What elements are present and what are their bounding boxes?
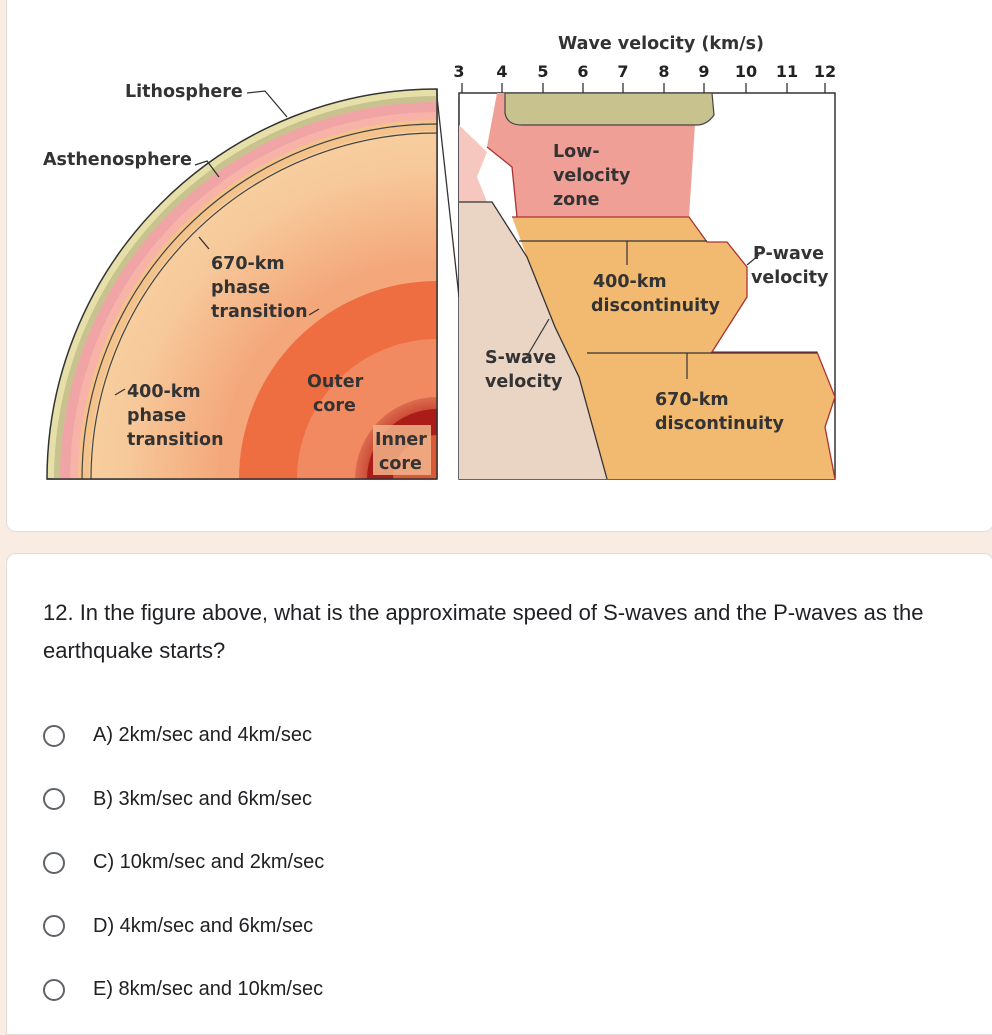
radio-button[interactable] <box>43 851 65 874</box>
label-swave-2: velocity <box>485 372 563 392</box>
tick-label: 12 <box>814 62 836 81</box>
tick-label: 7 <box>617 62 628 81</box>
tick-label: 9 <box>698 62 709 81</box>
label-400-phase-3: transition <box>127 430 224 450</box>
tick-label: 4 <box>496 62 507 81</box>
label-400-phase-2: phase <box>127 406 186 426</box>
tick-label: 8 <box>658 62 669 81</box>
axis-title: Wave velocity (km/s) <box>558 34 764 54</box>
option-a[interactable]: A) 2km/sec and 4km/sec <box>43 704 324 768</box>
tick-label: 10 <box>735 62 757 81</box>
option-b[interactable]: B) 3km/sec and 6km/sec <box>43 768 324 832</box>
label-670-phase-3: transition <box>211 302 308 322</box>
label-pwave-1: P-wave <box>753 244 824 264</box>
label-asthenosphere: Asthenosphere <box>43 150 192 170</box>
tick-label: 6 <box>577 62 588 81</box>
option-e[interactable]: E) 8km/sec and 10km/sec <box>43 958 324 1022</box>
label-670-disc-2: discontinuity <box>655 414 784 434</box>
option-label: A) 2km/sec and 4km/sec <box>93 724 312 747</box>
radio-button[interactable] <box>43 915 65 938</box>
option-label: C) 10km/sec and 2km/sec <box>93 851 325 874</box>
label-inner-core-1: Inner <box>375 430 427 450</box>
label-400-disc-2: discontinuity <box>591 296 720 316</box>
option-c[interactable]: C) 10km/sec and 2km/sec <box>43 831 324 895</box>
option-label: B) 3km/sec and 6km/sec <box>93 787 312 810</box>
option-label: D) 4km/sec and 6km/sec <box>93 914 314 937</box>
tick-label: 11 <box>776 62 798 81</box>
label-lvz-2: velocity <box>553 166 631 186</box>
tick-label: 5 <box>537 62 548 81</box>
option-d[interactable]: D) 4km/sec and 6km/sec <box>43 895 324 959</box>
label-outer-core-1: Outer <box>307 372 364 392</box>
label-400-disc-1: 400-km <box>593 272 667 292</box>
earth-wave-velocity-figure: Wave velocity (km/s) 3 4 5 6 7 8 9 10 11… <box>43 34 836 480</box>
question-text: 12. In the figure above, what is the app… <box>43 600 924 663</box>
label-inner-core-2: core <box>379 454 422 474</box>
radio-button[interactable] <box>43 724 65 747</box>
label-670-disc-1: 670-km <box>655 390 729 410</box>
label-lvz-1: Low- <box>553 142 600 162</box>
label-lithosphere: Lithosphere <box>125 82 243 102</box>
label-lvz-3: zone <box>553 190 600 210</box>
label-swave-1: S-wave <box>485 348 556 368</box>
label-670-phase-2: phase <box>211 278 270 298</box>
label-pwave-2: velocity <box>751 268 829 288</box>
label-400-phase-1: 400-km <box>127 382 201 402</box>
velocity-plot <box>458 92 836 480</box>
velocity-axis: Wave velocity (km/s) 3 4 5 6 7 8 9 10 11… <box>453 34 836 93</box>
option-label: E) 8km/sec and 10km/sec <box>93 978 324 1001</box>
label-outer-core-2: core <box>313 396 356 416</box>
figure-card: Wave velocity (km/s) 3 4 5 6 7 8 9 10 11… <box>6 0 992 532</box>
radio-button[interactable] <box>43 978 65 1001</box>
label-670-phase-1: 670-km <box>211 254 285 274</box>
tick-label: 3 <box>453 62 464 81</box>
question-card: 12. In the figure above, what is the app… <box>6 553 992 1035</box>
answer-options: A) 2km/sec and 4km/sec B) 3km/sec and 6k… <box>43 704 324 1022</box>
radio-button[interactable] <box>43 788 65 811</box>
earth-labels: Lithosphere Asthenosphere 670-km phase t… <box>43 82 431 475</box>
plot-labels: Low- velocity zone P-wave velocity 400-k… <box>485 142 829 434</box>
